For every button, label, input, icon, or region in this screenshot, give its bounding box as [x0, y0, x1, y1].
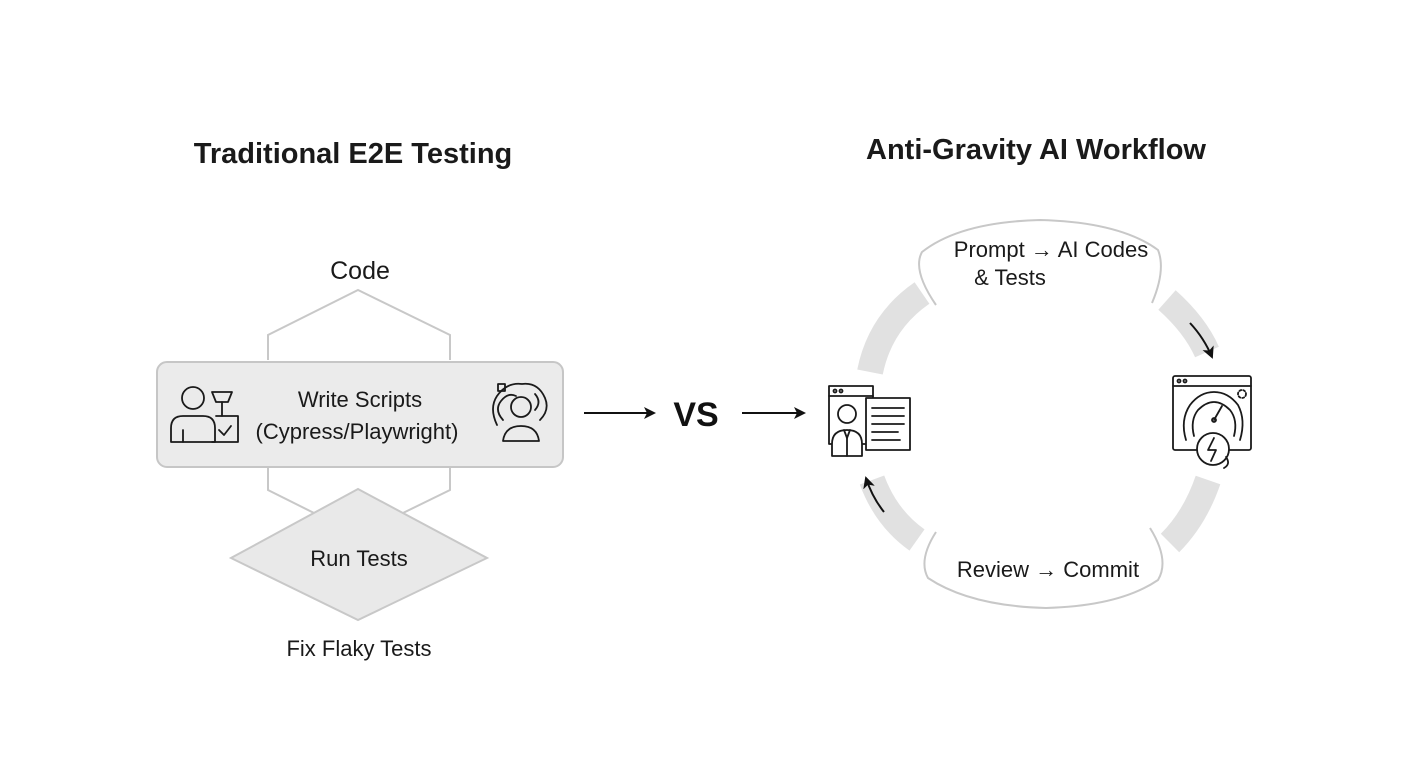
developer-screen-icon [829, 386, 910, 456]
prompt-line2: & Tests [974, 265, 1046, 290]
performance-dashboard-icon [1173, 376, 1251, 468]
workflow-cycle-ring [857, 282, 1221, 553]
cycle-arrow-up-left [863, 476, 885, 513]
brain-user-icon [493, 384, 547, 441]
prompt-line1: Prompt → AI Codes [954, 237, 1148, 262]
code-label: Code [330, 257, 390, 285]
review-label: Review → Commit [957, 557, 1139, 582]
run-tests-label: Run Tests [310, 546, 407, 571]
developer-tools-icon [171, 387, 238, 442]
review-bubble [923, 527, 1164, 610]
cycle-arrow-down-right [1189, 322, 1214, 359]
right-title: Anti-Gravity AI Workflow [866, 134, 1206, 166]
vs-label: VS [673, 396, 718, 434]
left-title: Traditional E2E Testing [194, 138, 513, 170]
write-scripts-line1: Write Scripts [298, 387, 422, 412]
fix-flaky-label: Fix Flaky Tests [286, 636, 431, 661]
prompt-bubble [918, 218, 1162, 306]
write-scripts-line2: (Cypress/Playwright) [256, 419, 459, 444]
write-scripts-box [156, 361, 564, 468]
run-tests-diamond [228, 487, 490, 622]
